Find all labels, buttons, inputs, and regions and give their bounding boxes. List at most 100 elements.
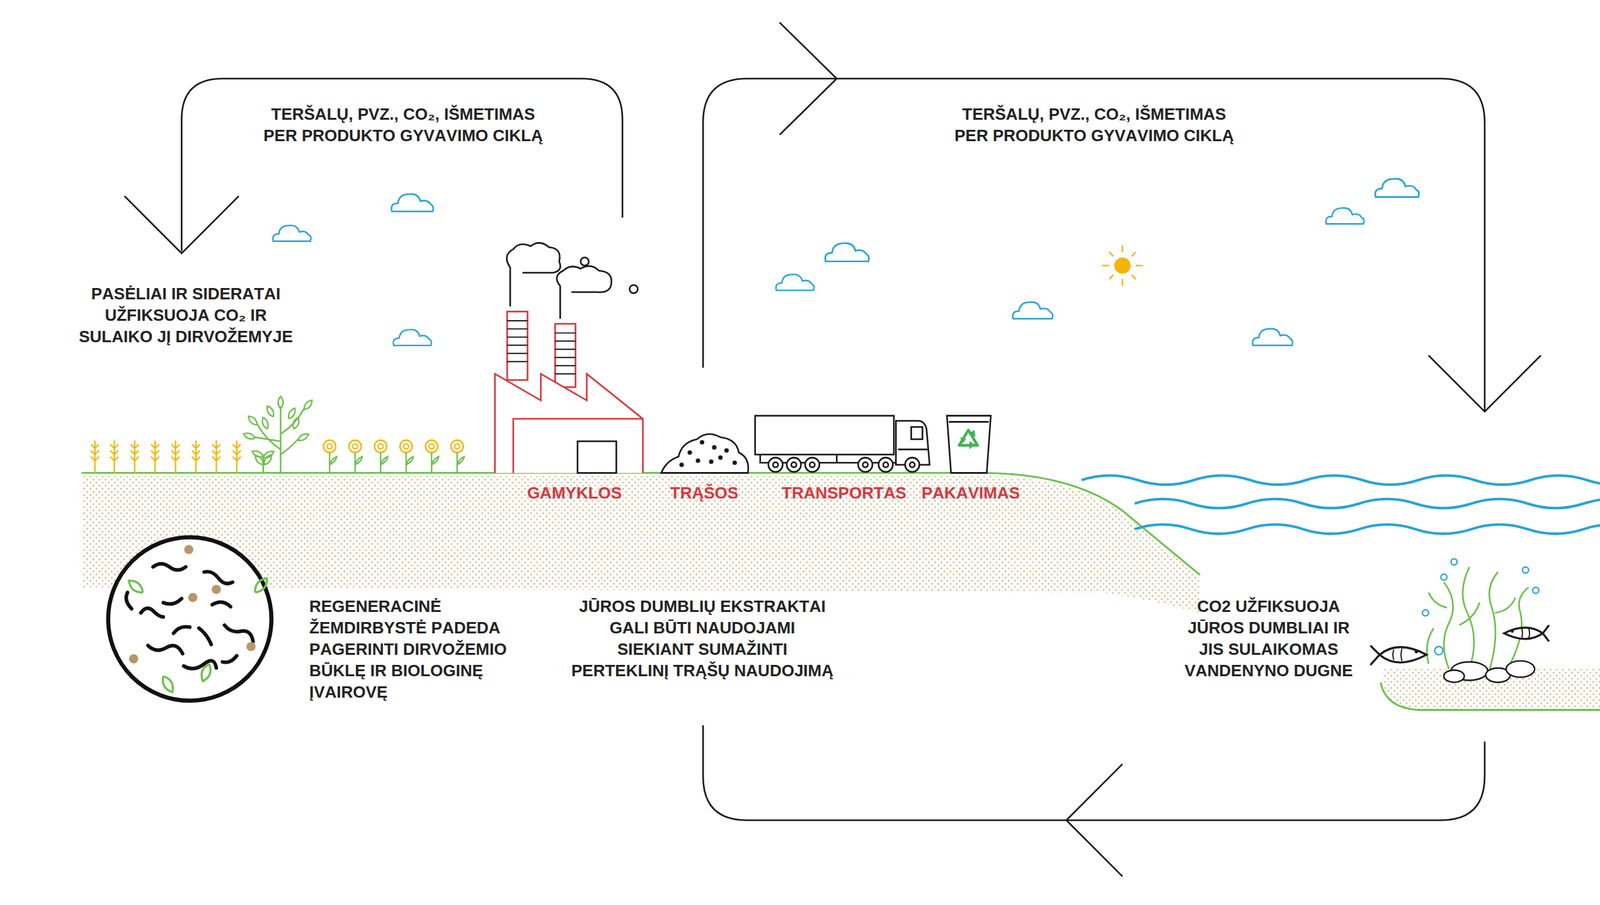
bubbles — [1440, 573, 1447, 581]
factory-icon — [506, 242, 560, 307]
fish-icon — [1414, 649, 1418, 653]
truck-icon — [911, 426, 923, 439]
cloud-icon — [272, 178, 1419, 346]
stage-label: TRANSPORTAS — [768, 481, 920, 504]
soil-circle — [125, 577, 146, 596]
cloud-icon — [776, 274, 814, 290]
fertilizer-pile — [718, 455, 723, 460]
truck-icon — [786, 457, 802, 472]
factory-icon — [507, 320, 576, 374]
fertilizer-pile — [661, 434, 749, 474]
cycle-arrow — [124, 22, 1541, 877]
truck-icon — [755, 415, 930, 472]
fertilizer-pile — [732, 460, 738, 465]
truck-icon — [909, 461, 915, 467]
fertilizer-pile — [687, 449, 692, 455]
cloud-icon — [393, 329, 431, 346]
fertilizer-pile — [709, 459, 714, 464]
bubbles — [1522, 566, 1529, 574]
seaweed-icon — [1426, 566, 1529, 669]
sunflower-icon — [425, 440, 439, 474]
cycle-arrow — [124, 195, 239, 254]
tree-icon — [262, 449, 276, 460]
truck-icon — [898, 448, 928, 451]
sun-icon — [1101, 245, 1143, 286]
truck-icon — [809, 461, 815, 467]
crop-note: PASĖLIAI IR SIDERATAI UŽFIKSUOJA CO₂ IR … — [72, 282, 300, 348]
cloud-icon — [391, 194, 434, 212]
truck-icon — [883, 461, 889, 467]
fish-icon — [1510, 629, 1514, 633]
cloud-icon — [272, 225, 311, 242]
soil-ground — [1380, 682, 1600, 710]
soil-circle — [246, 641, 256, 652]
sunflower-icon — [323, 440, 465, 474]
wheat-icon — [171, 440, 180, 474]
sea-waves — [1081, 474, 1600, 485]
seaweed-icon — [1426, 566, 1529, 669]
soil-circle — [188, 592, 198, 603]
tree-icon — [291, 416, 301, 430]
wheat-icon — [110, 440, 119, 474]
bubbles — [1450, 558, 1458, 566]
soil-circle — [125, 563, 253, 669]
wheat-icon — [151, 440, 160, 474]
cycle-arrow — [1428, 355, 1541, 412]
wheat-icon — [232, 440, 241, 474]
fertilizer-pile — [724, 447, 729, 453]
stage-label: GAMYKLOS — [498, 481, 651, 504]
truck-icon — [878, 457, 894, 472]
cloud-icon — [1325, 207, 1364, 224]
factory-icon — [513, 418, 644, 474]
truck-icon — [791, 461, 797, 467]
tree-icon — [251, 449, 265, 460]
truck-icon — [772, 461, 778, 467]
cycle-arrow — [1066, 763, 1123, 876]
cycle-arrow — [779, 22, 838, 135]
tree-icon — [242, 396, 314, 474]
sea-waves — [1134, 524, 1600, 534]
tree-icon — [296, 431, 310, 443]
stones — [1506, 660, 1535, 678]
soil-circle — [108, 537, 272, 701]
tree-icon — [277, 396, 283, 409]
truck-icon — [862, 461, 869, 467]
factory-icon — [629, 284, 638, 293]
factory-icon — [580, 257, 589, 266]
wheat-icon — [212, 440, 221, 474]
sunflower-icon — [400, 440, 414, 474]
sunflower-icon — [348, 440, 363, 474]
cycle-arrow — [702, 78, 1485, 411]
sun-icon — [1101, 245, 1143, 286]
recycle-bin — [946, 415, 991, 474]
fertilizer-pile — [679, 462, 685, 467]
bubbles — [1434, 646, 1444, 655]
truck-icon — [805, 457, 820, 472]
tree-icon — [242, 431, 256, 441]
fertilizer-pile — [711, 444, 717, 450]
recycle-bin — [960, 429, 976, 450]
bubbles — [1532, 587, 1539, 594]
factory-icon — [577, 440, 617, 473]
wheat-icon — [192, 440, 201, 474]
stage-label: PAKAVIMAS — [895, 481, 1047, 504]
bubbles — [1422, 558, 1539, 655]
ocean-note: CO2 UŽFIKSUOJA JŪROS DUMBLIAI IR JIS SUL… — [1179, 595, 1359, 681]
tree-icon — [246, 414, 259, 427]
factory-icon — [495, 242, 644, 473]
emission-note: TERŠALŲ, PVZ., CO₂, IŠMETIMAS PER PRODUK… — [258, 103, 549, 147]
seaweed-note: JŪROS DUMBLIŲ EKSTRAKTAI GALI BŪTI NAUDO… — [570, 595, 835, 681]
wheat-icon — [130, 440, 139, 474]
fish-icon — [1521, 626, 1530, 639]
recycle-bin — [946, 415, 991, 474]
fish-icon — [1392, 648, 1403, 661]
fish-icon — [1504, 624, 1549, 642]
soil-circle — [251, 575, 271, 596]
truck-icon — [905, 457, 920, 472]
soil-circle — [199, 662, 213, 683]
soil-circle — [160, 674, 177, 695]
fish-icon — [1370, 624, 1549, 665]
fertilizer-pile — [695, 457, 700, 463]
